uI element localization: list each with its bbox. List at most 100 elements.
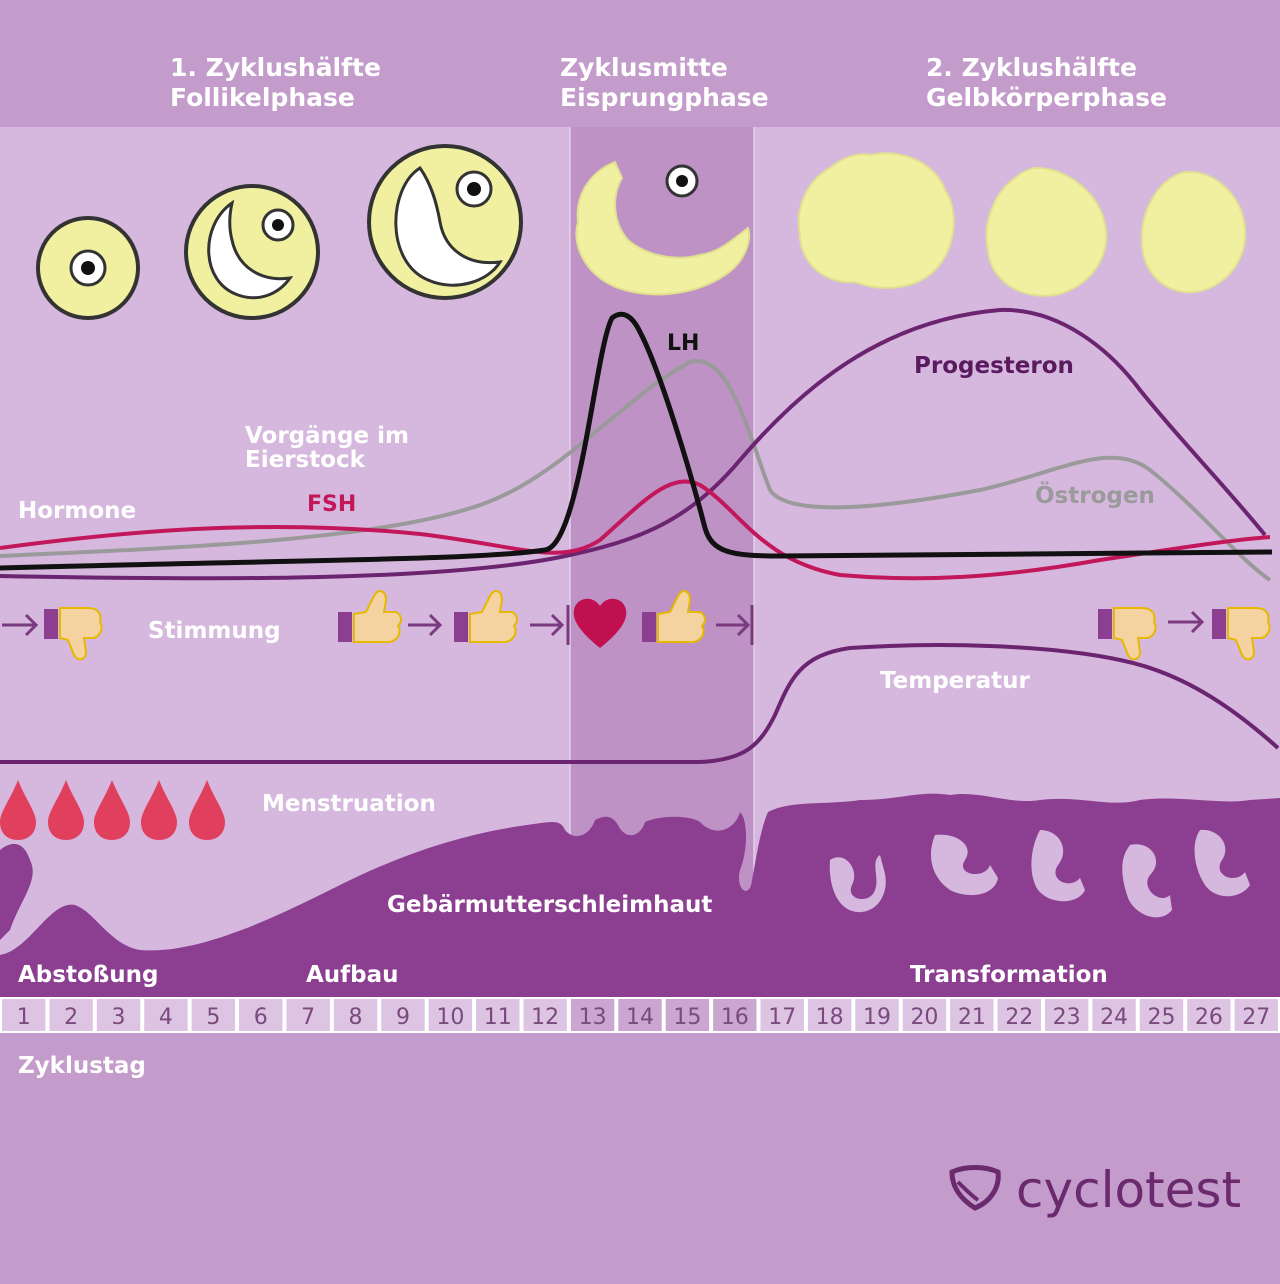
arrow-right-icon xyxy=(716,605,754,645)
day-number: 1 xyxy=(17,1005,31,1030)
header-second-half-title: 2. Zyklushälfte xyxy=(926,53,1137,82)
day-cell xyxy=(807,999,852,1031)
temperature-curve xyxy=(0,643,1280,764)
heart-icon xyxy=(573,598,627,648)
ovary-label-line2: Eierstock xyxy=(245,447,366,473)
arrow-right-icon xyxy=(1168,610,1205,634)
follicle-icon xyxy=(184,184,320,320)
day-number: 4 xyxy=(159,1005,173,1030)
header-first-half-subtitle: Follikelphase xyxy=(170,83,355,112)
header-second-half-subtitle: Gelbkörperphase xyxy=(926,83,1167,112)
day-number: 19 xyxy=(863,1005,891,1030)
day-cell xyxy=(1092,999,1136,1031)
corpus-luteum-icon xyxy=(797,152,955,289)
day-cell xyxy=(523,999,567,1031)
day-cell xyxy=(96,999,141,1031)
day-cell xyxy=(333,999,378,1031)
day-number: 10 xyxy=(436,1005,464,1030)
day-cell xyxy=(997,999,1041,1031)
progesterone-curve xyxy=(0,307,1267,581)
day-number: 12 xyxy=(531,1005,559,1030)
day-number: 25 xyxy=(1147,1005,1175,1030)
day-number: 3 xyxy=(112,1005,126,1030)
day-cell xyxy=(713,999,757,1031)
day-number: 5 xyxy=(206,1005,220,1030)
cycle-day-label: Zyklustag xyxy=(18,1053,146,1079)
arrow-right-icon xyxy=(408,613,443,637)
day-cell xyxy=(1044,999,1089,1031)
day-number: 14 xyxy=(626,1005,654,1030)
day-cell xyxy=(950,999,994,1031)
day-number: 9 xyxy=(396,1005,410,1030)
day-cell xyxy=(2,999,46,1031)
day-number: 24 xyxy=(1100,1005,1128,1030)
day-cell xyxy=(760,999,804,1031)
header-mid-title: Zyklusmitte xyxy=(560,53,728,82)
estrogen-curve xyxy=(0,358,1272,582)
blood-drop-icon xyxy=(94,780,130,840)
follicle-icon xyxy=(36,216,140,320)
day-cell xyxy=(428,999,473,1031)
estrogen-label: Östrogen xyxy=(1035,481,1155,509)
blood-drop-icon xyxy=(189,780,225,840)
temperature-label: Temperatur xyxy=(880,668,1030,694)
day-number: 8 xyxy=(349,1005,363,1030)
follicle-icon xyxy=(367,144,523,300)
thumbs-down-icon xyxy=(44,607,103,661)
day-cell xyxy=(618,999,662,1031)
transformation-label: Transformation xyxy=(910,962,1108,988)
day-number: 6 xyxy=(254,1005,268,1030)
endometrium-label: Gebärmutterschleimhaut xyxy=(387,892,712,918)
blood-drop-icon xyxy=(48,780,84,840)
thumbs-up-icon xyxy=(338,590,402,643)
day-cell xyxy=(570,999,615,1031)
day-cell xyxy=(855,999,899,1031)
cyclotest-logo-icon xyxy=(949,1165,1001,1211)
fsh-label: FSH xyxy=(307,492,356,517)
thumbs-up-icon xyxy=(642,590,706,643)
arrow-right-icon xyxy=(2,613,39,637)
fsh-curve xyxy=(0,479,1271,581)
day-number: 23 xyxy=(1053,1005,1081,1030)
thumbs-down-icon xyxy=(1098,607,1157,661)
day-number: 15 xyxy=(673,1005,701,1030)
day-cell xyxy=(144,999,188,1031)
lh-curve xyxy=(0,311,1273,571)
mood-label: Stimmung xyxy=(148,618,281,644)
day-cell xyxy=(665,999,710,1031)
arrow-right-icon xyxy=(530,605,570,645)
ovary-label-line1: Vorgänge im xyxy=(245,423,409,449)
day-cell xyxy=(286,999,330,1031)
thumbs-up-icon xyxy=(454,590,518,643)
header-first-half-title: 1. Zyklushälfte xyxy=(170,53,381,82)
hormones-label: Hormone xyxy=(18,498,136,524)
day-number: 7 xyxy=(301,1005,315,1030)
lh-label: LH xyxy=(667,331,699,356)
day-cell xyxy=(1234,999,1278,1031)
day-cell xyxy=(902,999,947,1031)
blood-drop-icon xyxy=(0,780,36,840)
corpus-luteum-icon xyxy=(1140,170,1247,294)
day-number: 21 xyxy=(958,1005,986,1030)
day-cell xyxy=(476,999,520,1031)
day-number: 17 xyxy=(768,1005,796,1030)
day-number: 13 xyxy=(579,1005,607,1030)
shedding-label: Abstoßung xyxy=(18,962,159,988)
header-mid-subtitle: Eisprungphase xyxy=(560,83,769,112)
day-cell xyxy=(49,999,93,1031)
day-number: 26 xyxy=(1195,1005,1223,1030)
day-number: 11 xyxy=(484,1005,512,1030)
brand-name: cyclotest xyxy=(1016,1161,1241,1219)
day-number: 2 xyxy=(64,1005,78,1030)
endometrium-glands xyxy=(829,829,1250,918)
day-number: 27 xyxy=(1242,1005,1270,1030)
thumbs-down-icon xyxy=(1212,607,1271,661)
egg-cell-icon xyxy=(665,164,699,198)
menstruation-label: Menstruation xyxy=(262,791,436,817)
day-number: 20 xyxy=(910,1005,938,1030)
day-cell xyxy=(239,999,283,1031)
ruptured-follicle-icon xyxy=(575,160,750,296)
